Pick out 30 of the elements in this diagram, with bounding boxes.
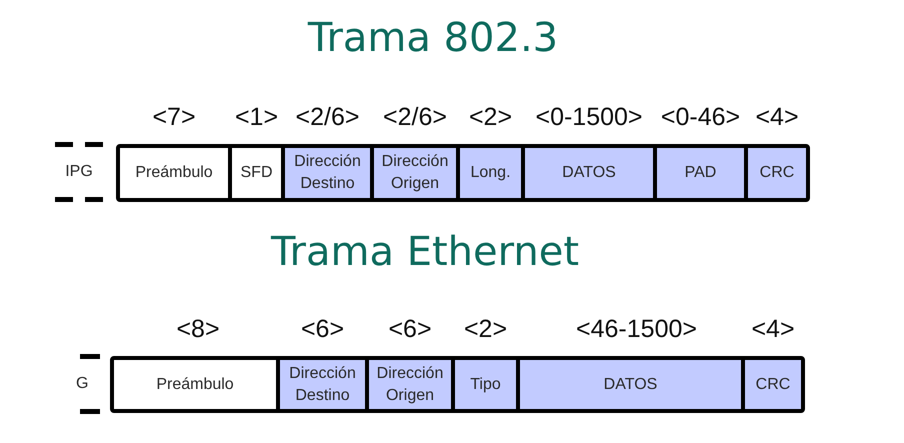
field-name: Dirección Origen <box>380 152 450 194</box>
byte-count: <2> <box>464 315 508 343</box>
byte-count: <4> <box>751 315 795 343</box>
byte-count: <8> <box>176 315 220 343</box>
field-name: Preámbulo <box>156 374 234 395</box>
field-name: Tipo <box>470 374 501 395</box>
byte-count: <2/6> <box>296 103 360 131</box>
byte-count: <6> <box>388 315 432 343</box>
frame-heading: Trama Ethernet <box>271 229 579 275</box>
byte-count: <0-46> <box>660 103 740 131</box>
byte-count: <2> <box>468 103 512 131</box>
field-name: Dirección Destino <box>293 152 362 194</box>
byte-count: <4> <box>755 103 799 131</box>
byte-count: <1> <box>234 103 278 131</box>
frame-heading: Trama 802.3 <box>308 15 558 61</box>
byte-count: <0-1500> <box>535 103 643 131</box>
field-name: CRC <box>760 163 794 184</box>
byte-count: <6> <box>300 315 344 343</box>
field-name: CRC <box>756 374 790 395</box>
field-name: PAD <box>684 163 716 184</box>
field-name: Long. <box>470 163 511 184</box>
field-name: SFD <box>240 163 272 184</box>
field-name: Preámbulo <box>135 163 213 184</box>
field-name: DATOS <box>604 374 658 395</box>
field-name: Dirección Destino <box>288 364 357 406</box>
byte-count: <2/6> <box>383 103 447 131</box>
byte-count: <7> <box>152 103 196 131</box>
byte-count: <46-1500> <box>576 315 697 343</box>
field-name: DATOS <box>562 163 616 184</box>
field-name: Dirección Origen <box>376 364 444 406</box>
